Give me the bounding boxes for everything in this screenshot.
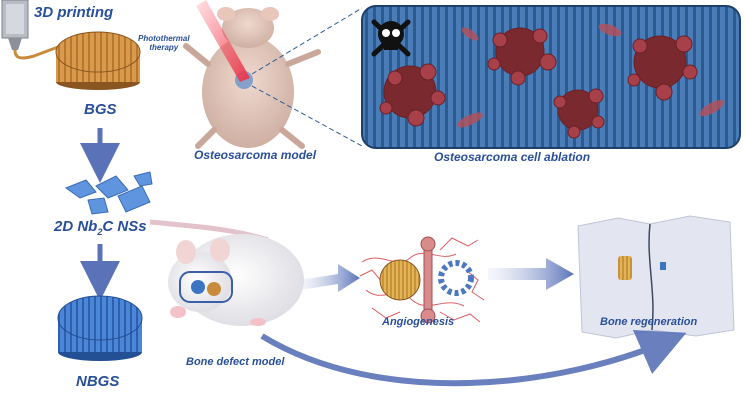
label-nanosheets-suffix: C NSs xyxy=(102,218,147,235)
callout-line-top xyxy=(251,7,363,75)
cell-ablation-panel xyxy=(361,5,741,149)
defect-window xyxy=(179,271,233,303)
label-bone-regeneration: Bone regeneration xyxy=(600,316,698,328)
label-nanosheets: 2D Nb2C NSs xyxy=(54,218,147,237)
label-osteosarcoma-model: Osteosarcoma model xyxy=(194,148,317,162)
label-bgs: BGS xyxy=(84,101,117,118)
label-bone-defect-model: Bone defect model xyxy=(186,356,285,368)
rat-icon xyxy=(168,234,304,326)
angiogenesis-graphic xyxy=(359,236,485,324)
cancer-cell xyxy=(379,63,446,127)
mouse-icon xyxy=(176,7,334,149)
arrow-angiogenesis-to-regeneration xyxy=(488,258,574,290)
label-nanosheets-subscript: 2 xyxy=(97,227,103,237)
label-nbgs: NBGS xyxy=(76,373,120,390)
nanosheets-flakes xyxy=(64,171,153,215)
nbgs-scaffold xyxy=(57,295,143,361)
label-photothermal-therapy: Photothermal therapy xyxy=(138,34,190,52)
arrow-rat-to-regeneration xyxy=(260,329,687,387)
label-photothermal-line2: therapy xyxy=(149,43,179,52)
label-osteosarcoma-cell-ablation: Osteosarcoma cell ablation xyxy=(434,150,591,164)
bone-icon xyxy=(423,243,433,317)
syringe-printer-icon xyxy=(1,0,67,60)
laser-beam xyxy=(196,0,250,82)
bgs-scaffold xyxy=(55,31,141,90)
implant-nbgs xyxy=(191,280,205,294)
callout-line-bottom xyxy=(251,85,363,147)
arrow-rat-to-angiogenesis xyxy=(300,264,360,292)
implant-bgs xyxy=(207,282,221,296)
label-photothermal-line1: Photothermal xyxy=(138,34,190,43)
label-angiogenesis: Angiogenesis xyxy=(382,316,455,328)
label-3d-printing: 3D printing xyxy=(34,4,114,21)
label-nanosheets-prefix: 2D Nb xyxy=(54,218,98,235)
bone-regeneration-tissue xyxy=(577,215,735,339)
skull-crossbones-icon xyxy=(371,19,411,57)
